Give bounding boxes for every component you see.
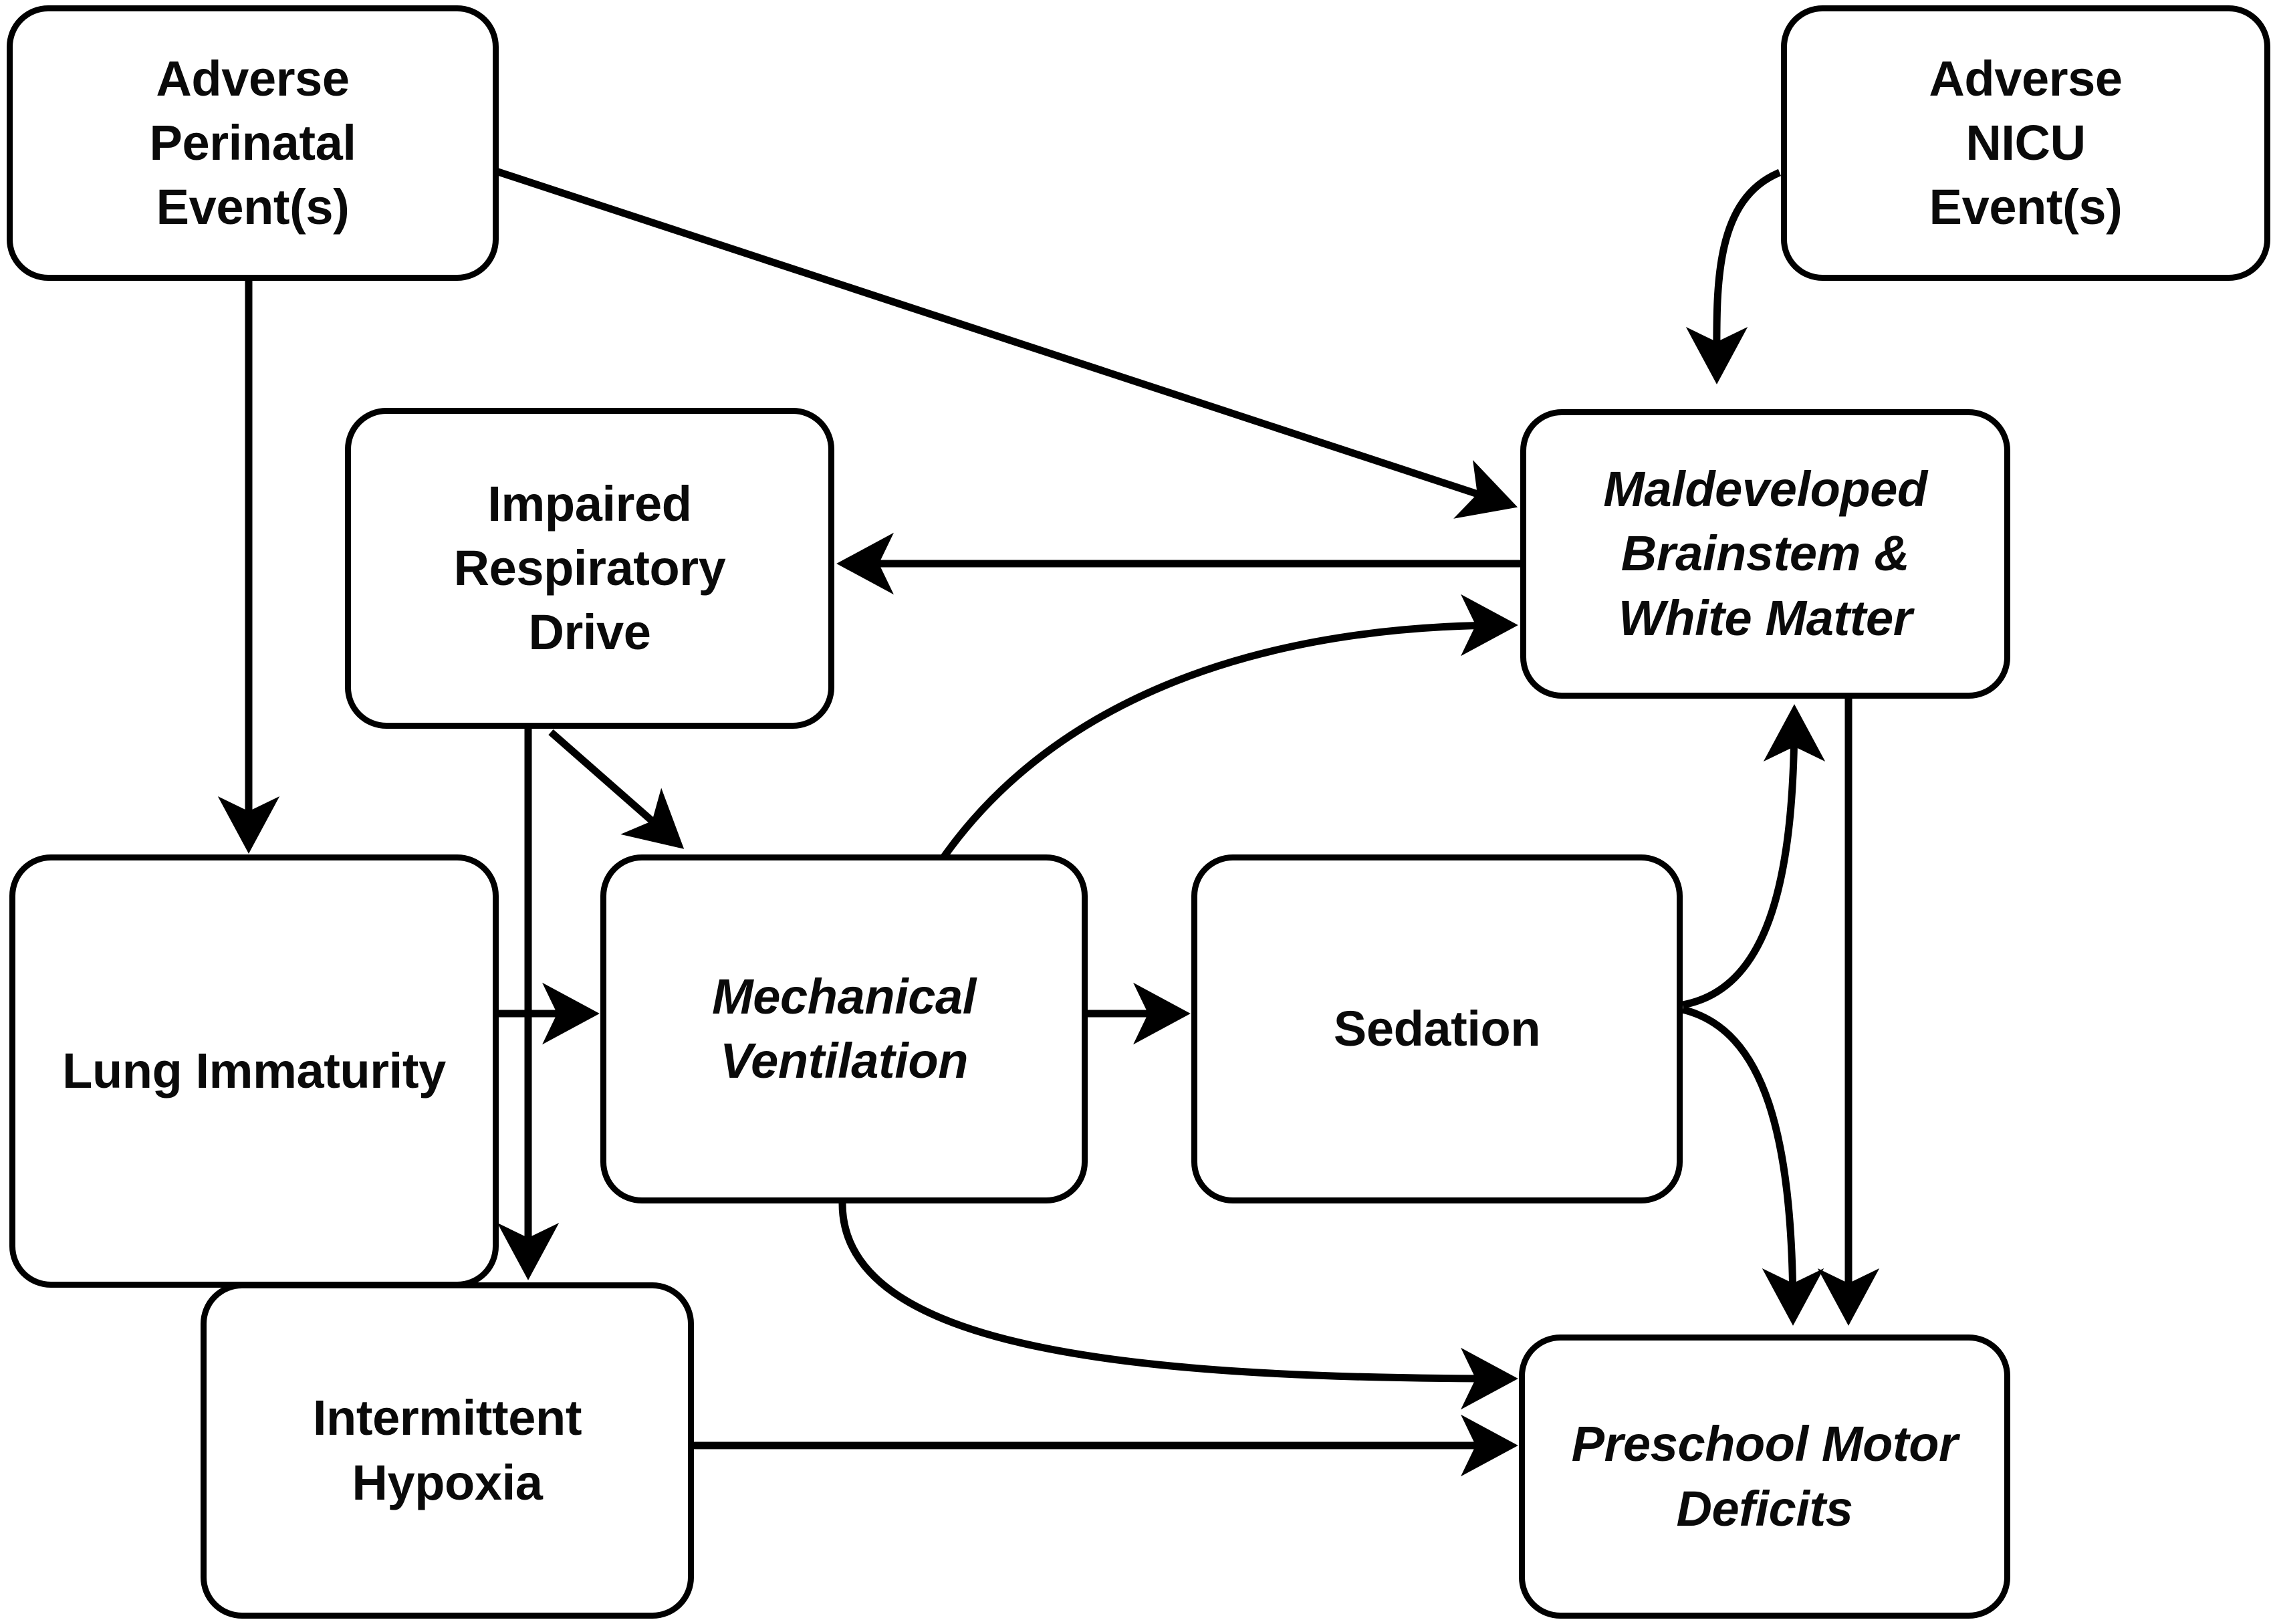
- node-label: Adverse NICU Event(s): [1929, 50, 2123, 235]
- edge-sedation-to-brainstem: [1681, 704, 1826, 1009]
- node-sedation[interactable]: Sedation: [1191, 854, 1683, 1203]
- edge-sedation-to-motor-deficits: [1681, 1006, 1824, 1326]
- node-preschool-motor-deficits[interactable]: Preschool Motor Deficits: [1519, 1335, 2010, 1619]
- edge-nicu-to-brainstem: [1685, 168, 1782, 384]
- node-label: Sedation: [1333, 1000, 1541, 1056]
- node-label: Preschool Motor Deficits: [1571, 1416, 1958, 1536]
- node-adverse-perinatal-event[interactable]: Adverse Perinatal Event(s): [7, 5, 499, 281]
- edge-respiratory-drive-to-ventilation: [548, 729, 685, 849]
- node-label: Maldeveloped Brainstem & White Matter: [1603, 461, 1927, 646]
- edge-perinatal-to-brainstem: [495, 167, 1518, 519]
- node-label: Mechanical Ventilation: [712, 968, 976, 1088]
- edge-ventilation-to-motor-deficits: [838, 1203, 1518, 1410]
- node-lung-immaturity[interactable]: Lung Immaturity: [9, 854, 499, 1288]
- node-impaired-respiratory-drive[interactable]: Impaired Respiratory Drive: [345, 408, 834, 729]
- node-adverse-nicu-event[interactable]: Adverse NICU Event(s): [1781, 5, 2270, 281]
- node-label: Lung Immaturity: [62, 1042, 446, 1098]
- node-mechanical-ventilation[interactable]: Mechanical Ventilation: [600, 854, 1088, 1203]
- node-label: Impaired Respiratory Drive: [453, 475, 726, 661]
- node-label: Adverse Perinatal Event(s): [149, 50, 356, 235]
- node-label: Intermittent Hypoxia: [312, 1390, 582, 1510]
- node-maldeveloped-brainstem-white-matter[interactable]: Maldeveloped Brainstem & White Matter: [1520, 409, 2010, 699]
- node-intermittent-hypoxia[interactable]: Intermittent Hypoxia: [201, 1282, 694, 1619]
